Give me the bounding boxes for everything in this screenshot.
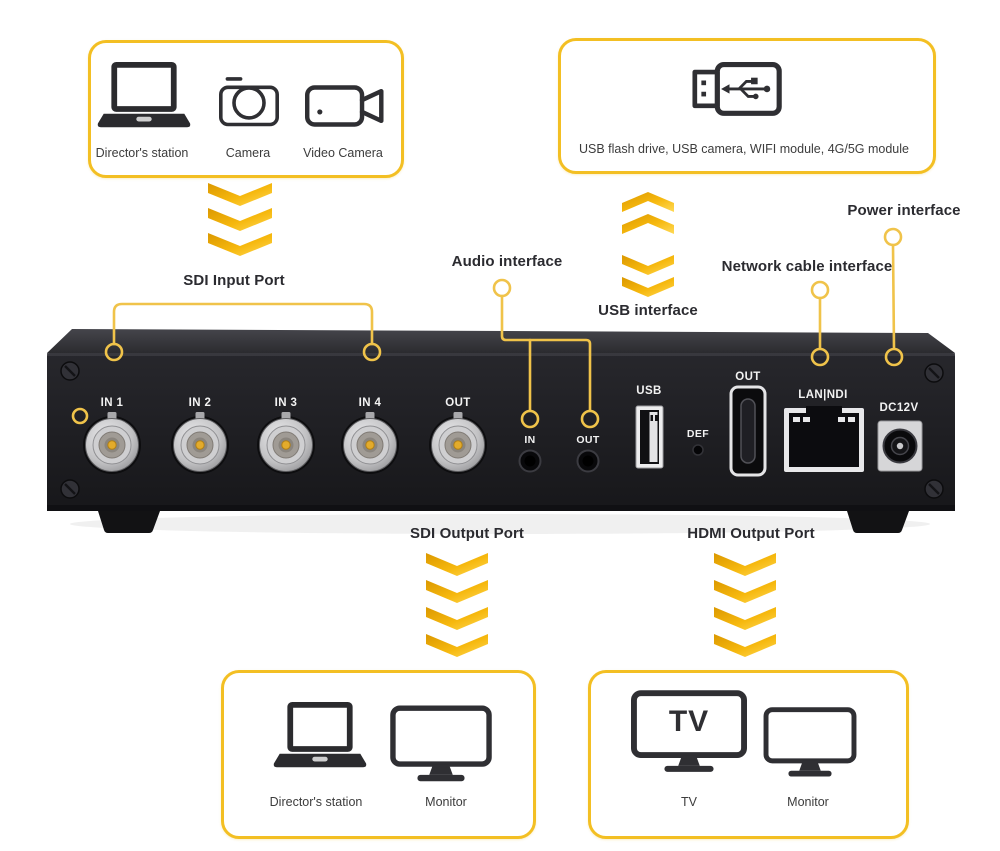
callout-power-interface: Power interface [847, 202, 961, 219]
ethernet-port [784, 406, 864, 472]
audio-jack-out [576, 449, 600, 473]
device-foot-left [98, 511, 160, 533]
bnc-connector-out [429, 412, 487, 474]
port-label-in4: IN 4 [358, 397, 382, 409]
bnc-connector-in1 [83, 412, 141, 474]
audio-jack-in [518, 449, 542, 473]
laptop-icon [273, 702, 367, 768]
usb-sources-box [558, 38, 936, 174]
callout-audio-interface: Audio interface [451, 253, 563, 270]
callout-line-power [883, 227, 904, 367]
screw-icon [924, 479, 944, 499]
def-reset-hole [692, 444, 704, 456]
tv-screen-text: TV [668, 705, 710, 738]
hdmi-output-label-tv: TV [681, 795, 697, 809]
screw-icon [924, 363, 944, 383]
screw-icon [60, 361, 80, 381]
port-label-lan-ndi: LAN|NDI [798, 389, 848, 401]
monitor-icon [390, 705, 492, 782]
port-label-audio-out: OUT [576, 434, 600, 446]
callout-sdi-input-port: SDI Input Port [183, 272, 285, 289]
port-label-usb: USB [636, 385, 662, 397]
callout-line-sdi-input [104, 302, 382, 362]
sdi-output-label-directors-station: Director's station [269, 795, 363, 809]
camera-icon [219, 77, 279, 127]
flow-arrow-usb-bidirectional [622, 192, 674, 297]
device-front-face [47, 353, 955, 511]
callout-usb-interface: USB interface [598, 302, 698, 319]
callout-hdmi-output-port: HDMI Output Port [687, 525, 815, 542]
usb-sources-label: USB flash drive, USB camera, WIFI module… [579, 142, 909, 156]
screw-icon [60, 479, 80, 499]
flow-arrow-sdi-output-down [426, 553, 488, 657]
port-label-def: DEF [686, 428, 710, 440]
input-source-label-video-camera: Video Camera [303, 146, 383, 160]
port-label-in3: IN 3 [274, 397, 298, 409]
monitor-icon [763, 707, 857, 777]
port-label-hdmi-out: OUT [735, 371, 761, 383]
callout-network-cable-interface: Network cable interface [721, 258, 893, 275]
bnc-connector-in4 [341, 412, 399, 474]
usb-port [635, 405, 664, 469]
tv-icon [631, 690, 747, 772]
callout-line-audio [492, 278, 600, 429]
device-top-face [47, 329, 955, 353]
input-source-label-directors-station: Director's station [95, 146, 189, 160]
callout-sdi-output-port: SDI Output Port [410, 525, 524, 542]
usb-flash-drive-icon [692, 61, 782, 116]
device-chassis [47, 329, 955, 534]
flow-arrow-inputs-down [208, 183, 272, 256]
bnc-connector-in2 [171, 412, 229, 474]
port-label-in1: IN 1 [100, 397, 124, 409]
hdmi-port [729, 385, 767, 477]
callout-line-network [810, 280, 830, 367]
port-label-dc12v: DC12V [879, 402, 919, 414]
hdmi-output-label-monitor: Monitor [787, 795, 829, 809]
dc-power-jack [877, 420, 923, 472]
port-label-audio-in: IN [524, 434, 536, 446]
video-camera-icon [305, 85, 384, 127]
marker-ring [71, 407, 89, 425]
input-source-label-camera: Camera [225, 146, 271, 160]
laptop-icon [97, 62, 191, 128]
bnc-connector-in3 [257, 412, 315, 474]
port-label-sdi-out: OUT [445, 397, 471, 409]
port-label-in2: IN 2 [188, 397, 212, 409]
device-foot-right [847, 511, 909, 533]
sdi-output-label-monitor: Monitor [425, 795, 467, 809]
flow-arrow-hdmi-output-down [714, 553, 776, 657]
